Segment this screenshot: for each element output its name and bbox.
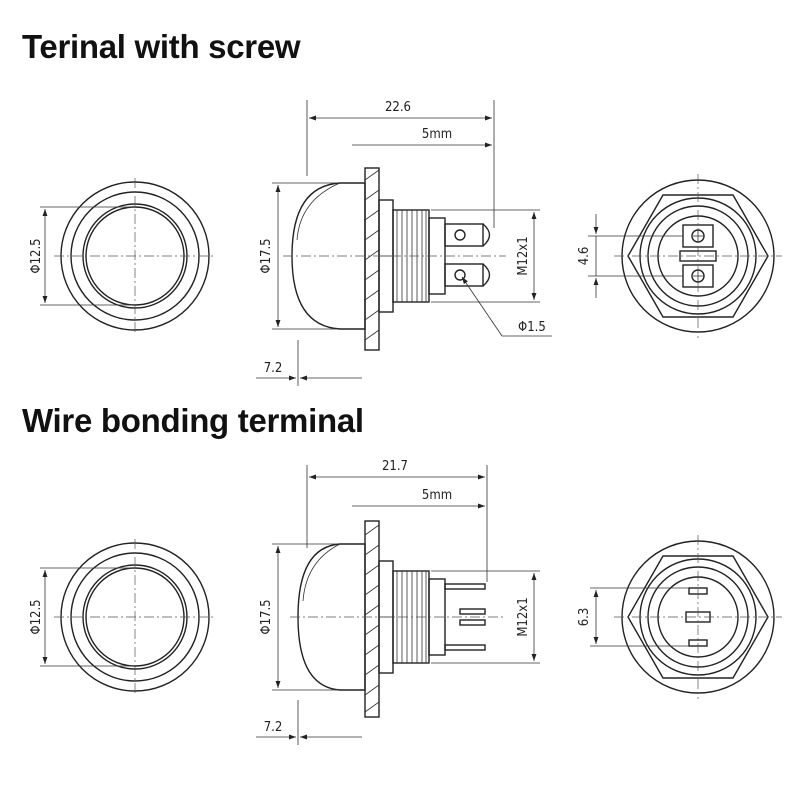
cap-diameter-label-1: Φ17.5 — [259, 238, 274, 273]
terminal-length-label-2: 5mm — [422, 488, 452, 503]
cap-diameter-label-2: Φ17.5 — [259, 599, 274, 634]
terminal-spacing-label-1: 4.6 — [577, 247, 592, 266]
overall-length-label-1: 22.6 — [385, 100, 411, 115]
section-title-wire: Wire bonding terminal — [22, 402, 364, 439]
screw-hole-label-1: Φ1.5 — [518, 320, 546, 335]
front-view-1: Φ12.5 — [29, 178, 216, 334]
cap-height-label-2: 7.2 — [264, 720, 283, 735]
front-view-2: Φ12.5 — [29, 539, 216, 695]
cap-height-label-1: 7.2 — [264, 361, 283, 376]
section-title-screw: Terinal with screw — [22, 28, 301, 65]
side-view-1: 22.6 5mm Φ17.5 M12x1 Φ1.5 7.2 — [256, 100, 552, 386]
rear-view-1: 4.6 — [577, 174, 782, 338]
front-diameter-label-2: Φ12.5 — [29, 599, 44, 634]
thread-label-1: M12x1 — [516, 236, 531, 275]
side-view-2: 21.7 5mm Φ17.5 M12x1 7.2 — [256, 459, 540, 745]
terminal-length-label-1: 5mm — [422, 127, 452, 142]
wire-terminal-drawing: Φ12.5 — [29, 459, 782, 745]
front-diameter-label-1: Φ12.5 — [29, 238, 44, 273]
overall-length-label-2: 21.7 — [382, 459, 408, 474]
thread-label-2: M12x1 — [516, 597, 531, 636]
rear-view-2: 6.3 — [577, 535, 782, 699]
screw-terminal-drawing: Φ12.5 — [29, 100, 782, 386]
terminal-spacing-label-2: 6.3 — [577, 608, 592, 627]
